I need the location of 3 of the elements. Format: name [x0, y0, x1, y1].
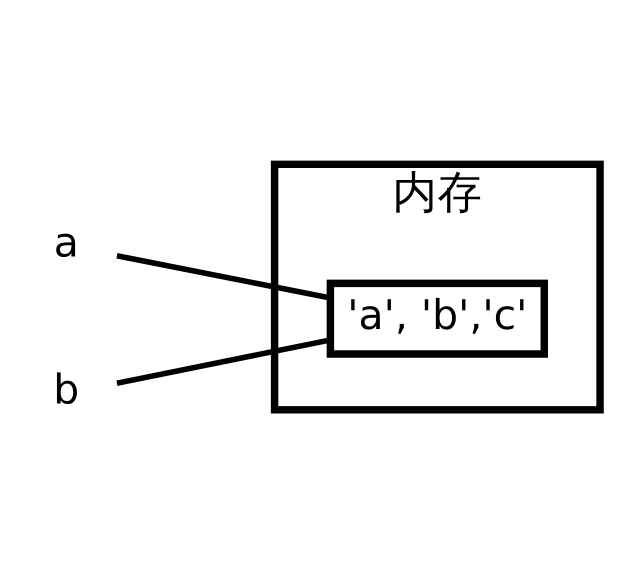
node-text: b — [53, 365, 80, 413]
node-text: a — [54, 218, 79, 266]
node-box: 'a', 'b','c' — [326, 279, 548, 358]
